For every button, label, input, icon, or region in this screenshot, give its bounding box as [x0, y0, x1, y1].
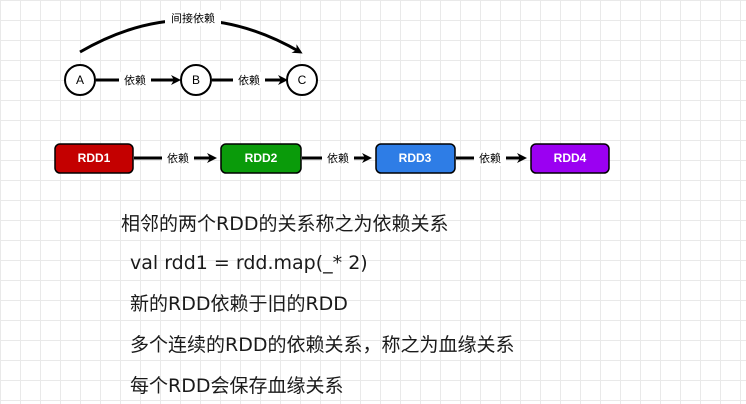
rdd2-box — [220, 143, 302, 174]
note-line-code-example: val rdd1 = rdd.map(_* 2) — [130, 252, 368, 274]
edge-a-b-label-bg — [119, 72, 151, 88]
edge-rdd2-rdd3-label-bg — [322, 150, 354, 166]
edge-rdd1-rdd2-label: 依赖 — [167, 152, 189, 165]
node-c — [286, 64, 318, 96]
rdd4-box — [530, 143, 610, 174]
rdd3-label: RDD3 — [399, 151, 432, 165]
node-c-label: C — [298, 73, 307, 87]
node-b — [180, 64, 212, 96]
rdd3-box — [375, 143, 456, 174]
note-line-lineage-definition: 多个连续的RDD的依赖关系，称之为血缘关系 — [130, 334, 515, 356]
edge-rdd2-rdd3-label: 依赖 — [327, 152, 349, 165]
rdd4-label: RDD4 — [554, 151, 587, 165]
arc-label-bg — [165, 10, 221, 26]
arc-label: 间接依赖 — [171, 12, 215, 25]
node-a — [64, 64, 96, 96]
node-a-label: A — [76, 73, 84, 87]
edge-a-b-label: 依赖 — [124, 74, 146, 87]
rdd2-label: RDD2 — [245, 151, 278, 165]
rdd1-label: RDD1 — [78, 151, 111, 165]
note-line-dependency-definition: 相邻的两个RDD的关系称之为依赖关系 — [121, 213, 449, 235]
edge-rdd3-rdd4-label: 依赖 — [479, 152, 501, 165]
note-line-new-depends-old: 新的RDD依赖于旧的RDD — [130, 293, 348, 315]
edge-rdd3-rdd4-label-bg — [474, 150, 506, 166]
edge-b-c-label-bg — [233, 72, 265, 88]
edge-rdd1-rdd2-label-bg — [162, 150, 194, 166]
edge-b-c-label: 依赖 — [238, 74, 260, 87]
note-line-rdd-saves-lineage: 每个RDD会保存血缘关系 — [130, 375, 344, 397]
rdd1-box — [54, 143, 134, 174]
node-b-label: B — [192, 73, 200, 87]
